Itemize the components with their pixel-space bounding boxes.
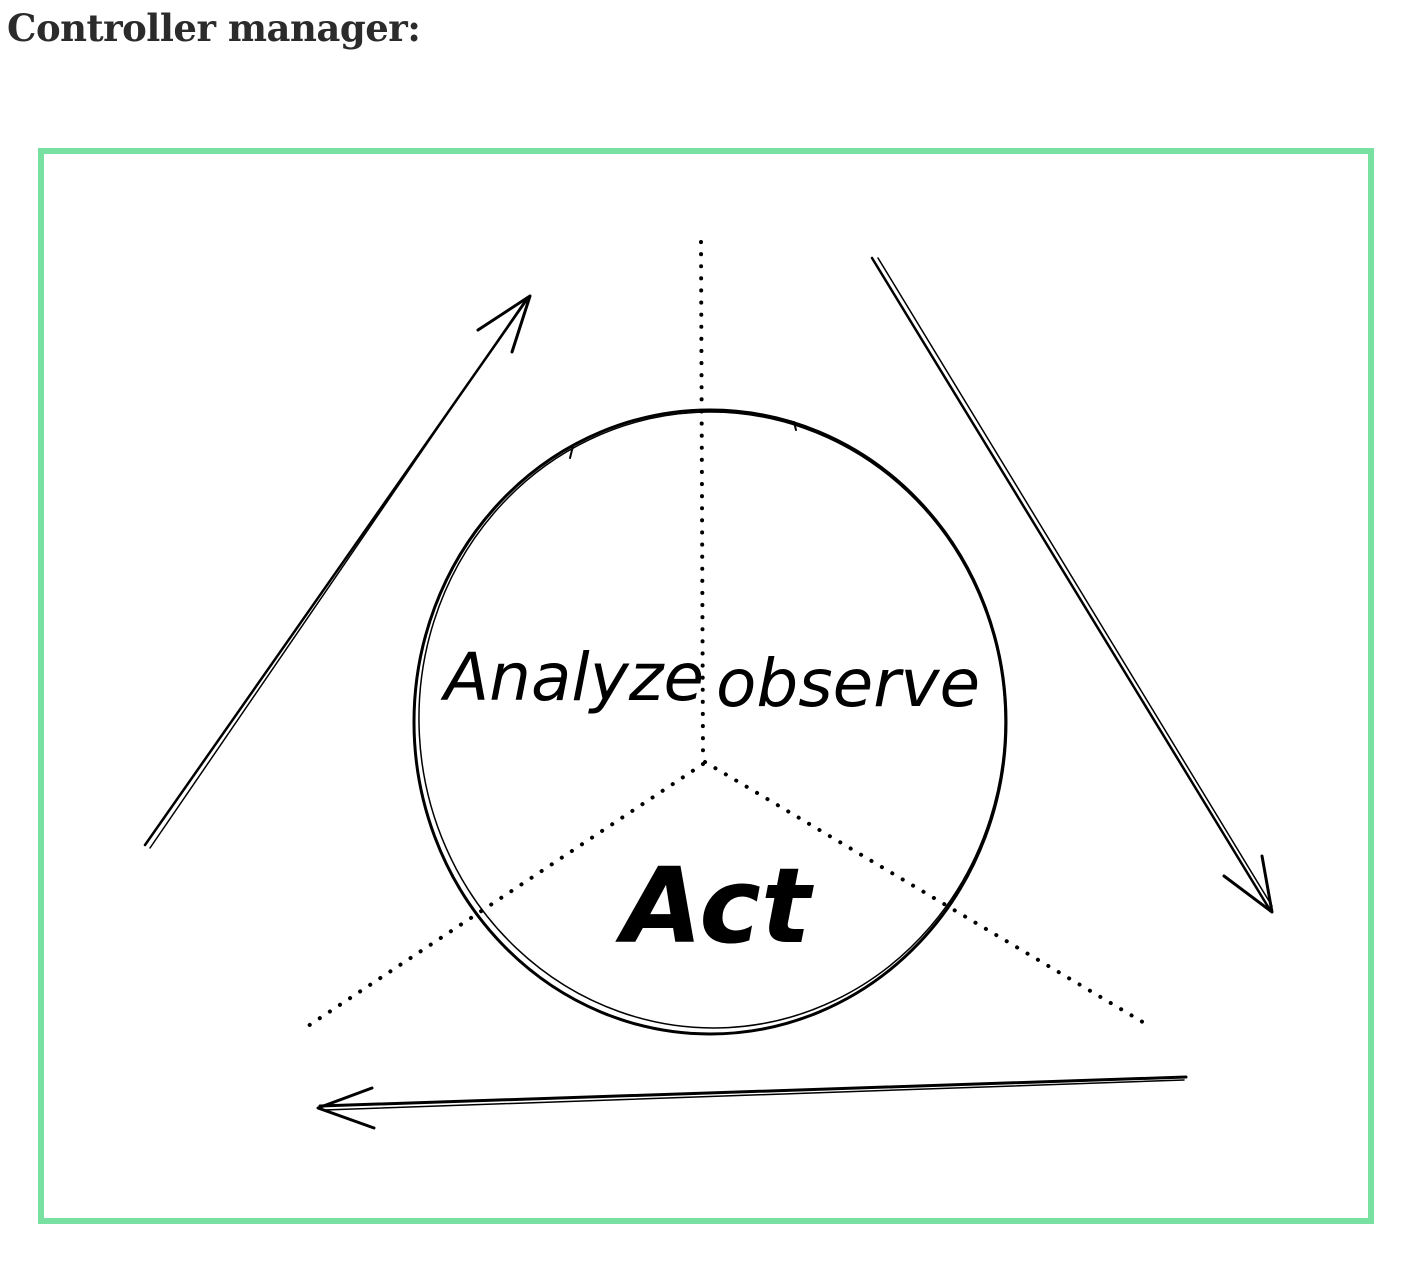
section-heading: Controller manager: bbox=[7, 6, 421, 50]
label-observe: observe bbox=[716, 645, 980, 722]
segment-dividers bbox=[300, 240, 1148, 1032]
label-analyze: Analyze bbox=[440, 639, 704, 716]
cycle-circle bbox=[412, 408, 1008, 1036]
arrow-down-right-icon bbox=[870, 256, 1274, 914]
label-act: Act bbox=[615, 845, 814, 967]
arrow-up-right-icon bbox=[143, 294, 532, 849]
arrow-left-icon bbox=[316, 1075, 1188, 1130]
